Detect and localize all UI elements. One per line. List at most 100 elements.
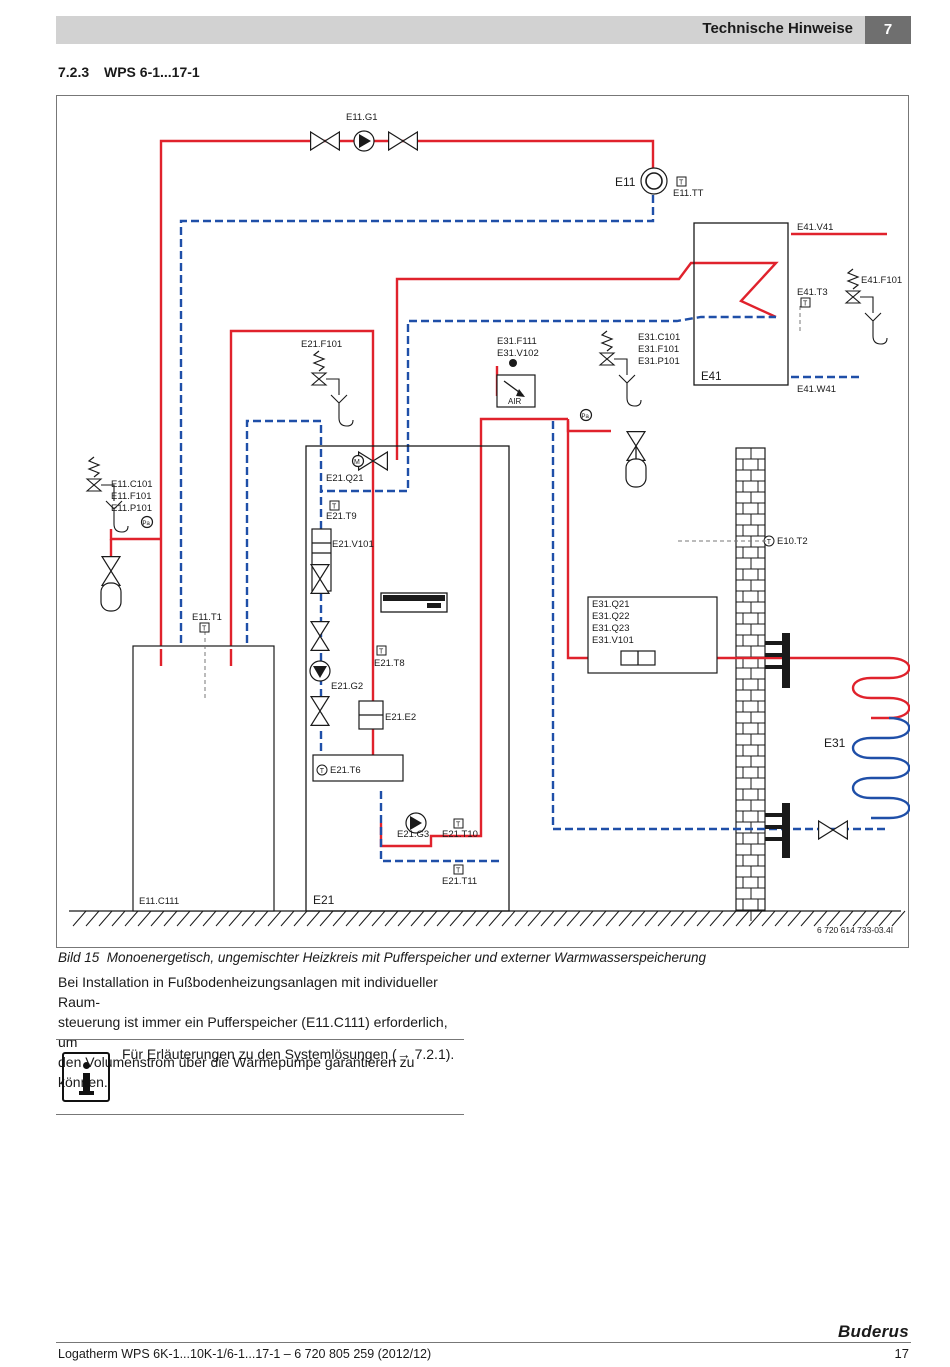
svg-text:T: T (679, 180, 684, 187)
flow-sensor-e11 (640, 167, 668, 195)
svg-text:E31.P101: E31.P101 (638, 356, 680, 367)
caption-text: Monoenergetisch, ungemischter Heizkreis … (106, 950, 707, 965)
svg-text:E11.T1: E11.T1 (192, 612, 222, 623)
svg-text:E31.C101: E31.C101 (638, 332, 680, 343)
svg-text:E31.V101: E31.V101 (592, 635, 634, 646)
pump-e21g3 (405, 812, 427, 834)
svg-text:E31.Q23: E31.Q23 (592, 623, 630, 634)
footer-text: Logatherm WPS 6K-1...10K-1/6-1...17-1 – … (58, 1347, 432, 1361)
svg-text:E21.V101: E21.V101 (332, 539, 374, 550)
temperature-sensors: T T T T T T T T T (199, 176, 811, 875)
svg-text:E31: E31 (824, 736, 846, 750)
svg-text:E11.F101: E11.F101 (111, 491, 152, 502)
body-paragraph: Bei Installation in Fußbodenheizungsanla… (58, 972, 468, 1092)
body-line-3: den Volumenstrom über die Wärmepumpe gar… (58, 1054, 415, 1090)
valve (100, 556, 122, 586)
svg-text:E21.T6: E21.T6 (330, 765, 361, 776)
valve (309, 564, 331, 594)
valve (310, 130, 340, 152)
valve (309, 696, 331, 726)
diagram-labels: E11.G1 E11 E11.TT E41.V41 E41.T3 E41.F10… (111, 112, 902, 935)
svg-text:E31.F111: E31.F111 (497, 336, 537, 347)
brand-logo: Buderus (837, 1322, 909, 1341)
pump-e21g2 (309, 660, 331, 682)
safety-groups (85, 268, 888, 533)
svg-text:AIR: AIR (508, 397, 522, 406)
svg-text:E21.T10: E21.T10 (442, 829, 478, 840)
hydraulic-diagram: E11.C111 E21 E41 (56, 95, 910, 948)
floor (69, 910, 906, 927)
svg-text:E21.T11: E21.T11 (442, 876, 477, 887)
svg-text:E41.F101: E41.F101 (861, 275, 902, 286)
valve (309, 621, 331, 651)
note-text: Für Erläuterungen zu den Systemlösungen … (122, 1046, 455, 1062)
mixer-actuator-e21q21: M (351, 454, 365, 468)
svg-text:E11.P101: E11.P101 (111, 503, 152, 514)
buffer-tank (132, 645, 275, 912)
svg-text:T: T (202, 626, 207, 633)
header-title: Technische Hinweise (702, 20, 853, 37)
svg-text:E41.V41: E41.V41 (797, 222, 833, 233)
body-line-2: steuerung ist immer ein Pufferspeicher (… (58, 1014, 448, 1050)
svg-text:T: T (332, 504, 337, 511)
label-e41: E41 (701, 371, 721, 383)
svg-text:Pa: Pa (582, 414, 590, 420)
svg-text:E11: E11 (615, 175, 636, 189)
svg-text:E21.T8: E21.T8 (374, 658, 405, 669)
svg-text:E11.C101: E11.C101 (111, 479, 153, 490)
svg-text:E31.Q22: E31.Q22 (592, 611, 630, 622)
svg-text:Pa: Pa (143, 521, 151, 527)
sensor-box-e21t6 (312, 754, 404, 782)
section-title: WPS 6-1...17-1 (104, 64, 200, 80)
note-divider-bottom (56, 1114, 464, 1115)
valve (818, 819, 848, 841)
svg-text:E21.F101: E21.F101 (301, 339, 342, 350)
pump-e11g1 (353, 130, 375, 152)
expansion-vessel-e11 (100, 582, 122, 612)
label-e21: E21 (313, 893, 335, 907)
page-header: Technische Hinweise 7 (56, 16, 911, 44)
svg-text:E21.Q21: E21.Q21 (326, 473, 364, 484)
drawing-reference: 6 720 614 733-03.4I (817, 925, 893, 935)
brick-wall (735, 447, 766, 921)
svg-text:E11.G1: E11.G1 (346, 112, 378, 123)
svg-text:T: T (767, 539, 772, 546)
svg-text:E41.T3: E41.T3 (797, 287, 828, 298)
svg-text:E31.F101: E31.F101 (638, 344, 679, 355)
controller-display (380, 592, 448, 613)
section-heading: 7.2.3 WPS 6-1...17-1 (58, 64, 200, 80)
pressure-gauges: Pa Pa (140, 408, 593, 529)
caption-label: Bild 15 (58, 950, 100, 965)
valve (358, 450, 388, 472)
svg-text:M: M (354, 459, 360, 466)
svg-text:E41.W41: E41.W41 (797, 384, 836, 395)
svg-text:E21.G3: E21.G3 (397, 829, 429, 840)
svg-text:T: T (320, 768, 325, 775)
info-icon (62, 1052, 110, 1102)
svg-text:T: T (456, 822, 461, 829)
dhw-tank (693, 222, 789, 386)
note-divider-top (56, 1039, 464, 1040)
svg-text:E10.T2: E10.T2 (777, 536, 808, 547)
label-e11c111: E11.C111 (139, 896, 179, 907)
heat-pump-unit (305, 445, 510, 912)
svg-text:T: T (803, 301, 808, 308)
svg-text:T: T (379, 649, 384, 656)
svg-text:E31.V102: E31.V102 (497, 348, 539, 359)
svg-text:E21.E2: E21.E2 (385, 712, 416, 723)
footer-divider (56, 1342, 911, 1343)
expansion-vessel-e31 (625, 446, 647, 488)
svg-text:E21.T9: E21.T9 (326, 511, 357, 522)
air-separator (496, 359, 536, 408)
figure-caption: Bild 15 Monoenergetisch, ungemischter He… (58, 950, 706, 965)
hydraulic-schematic: E11.C111 E21 E41 (69, 112, 910, 935)
section-number: 7.2.3 (58, 64, 90, 80)
body-line-1: Bei Installation in Fußbodenheizungsanla… (58, 974, 438, 1010)
svg-text:T: T (456, 868, 461, 875)
chapter-number: 7 (865, 16, 911, 44)
valve (388, 130, 418, 152)
svg-text:E21.G2: E21.G2 (331, 681, 363, 692)
svg-text:E31.Q21: E31.Q21 (592, 599, 630, 610)
svg-text:E11.TT: E11.TT (673, 188, 704, 199)
page-number: 17 (894, 1346, 909, 1361)
